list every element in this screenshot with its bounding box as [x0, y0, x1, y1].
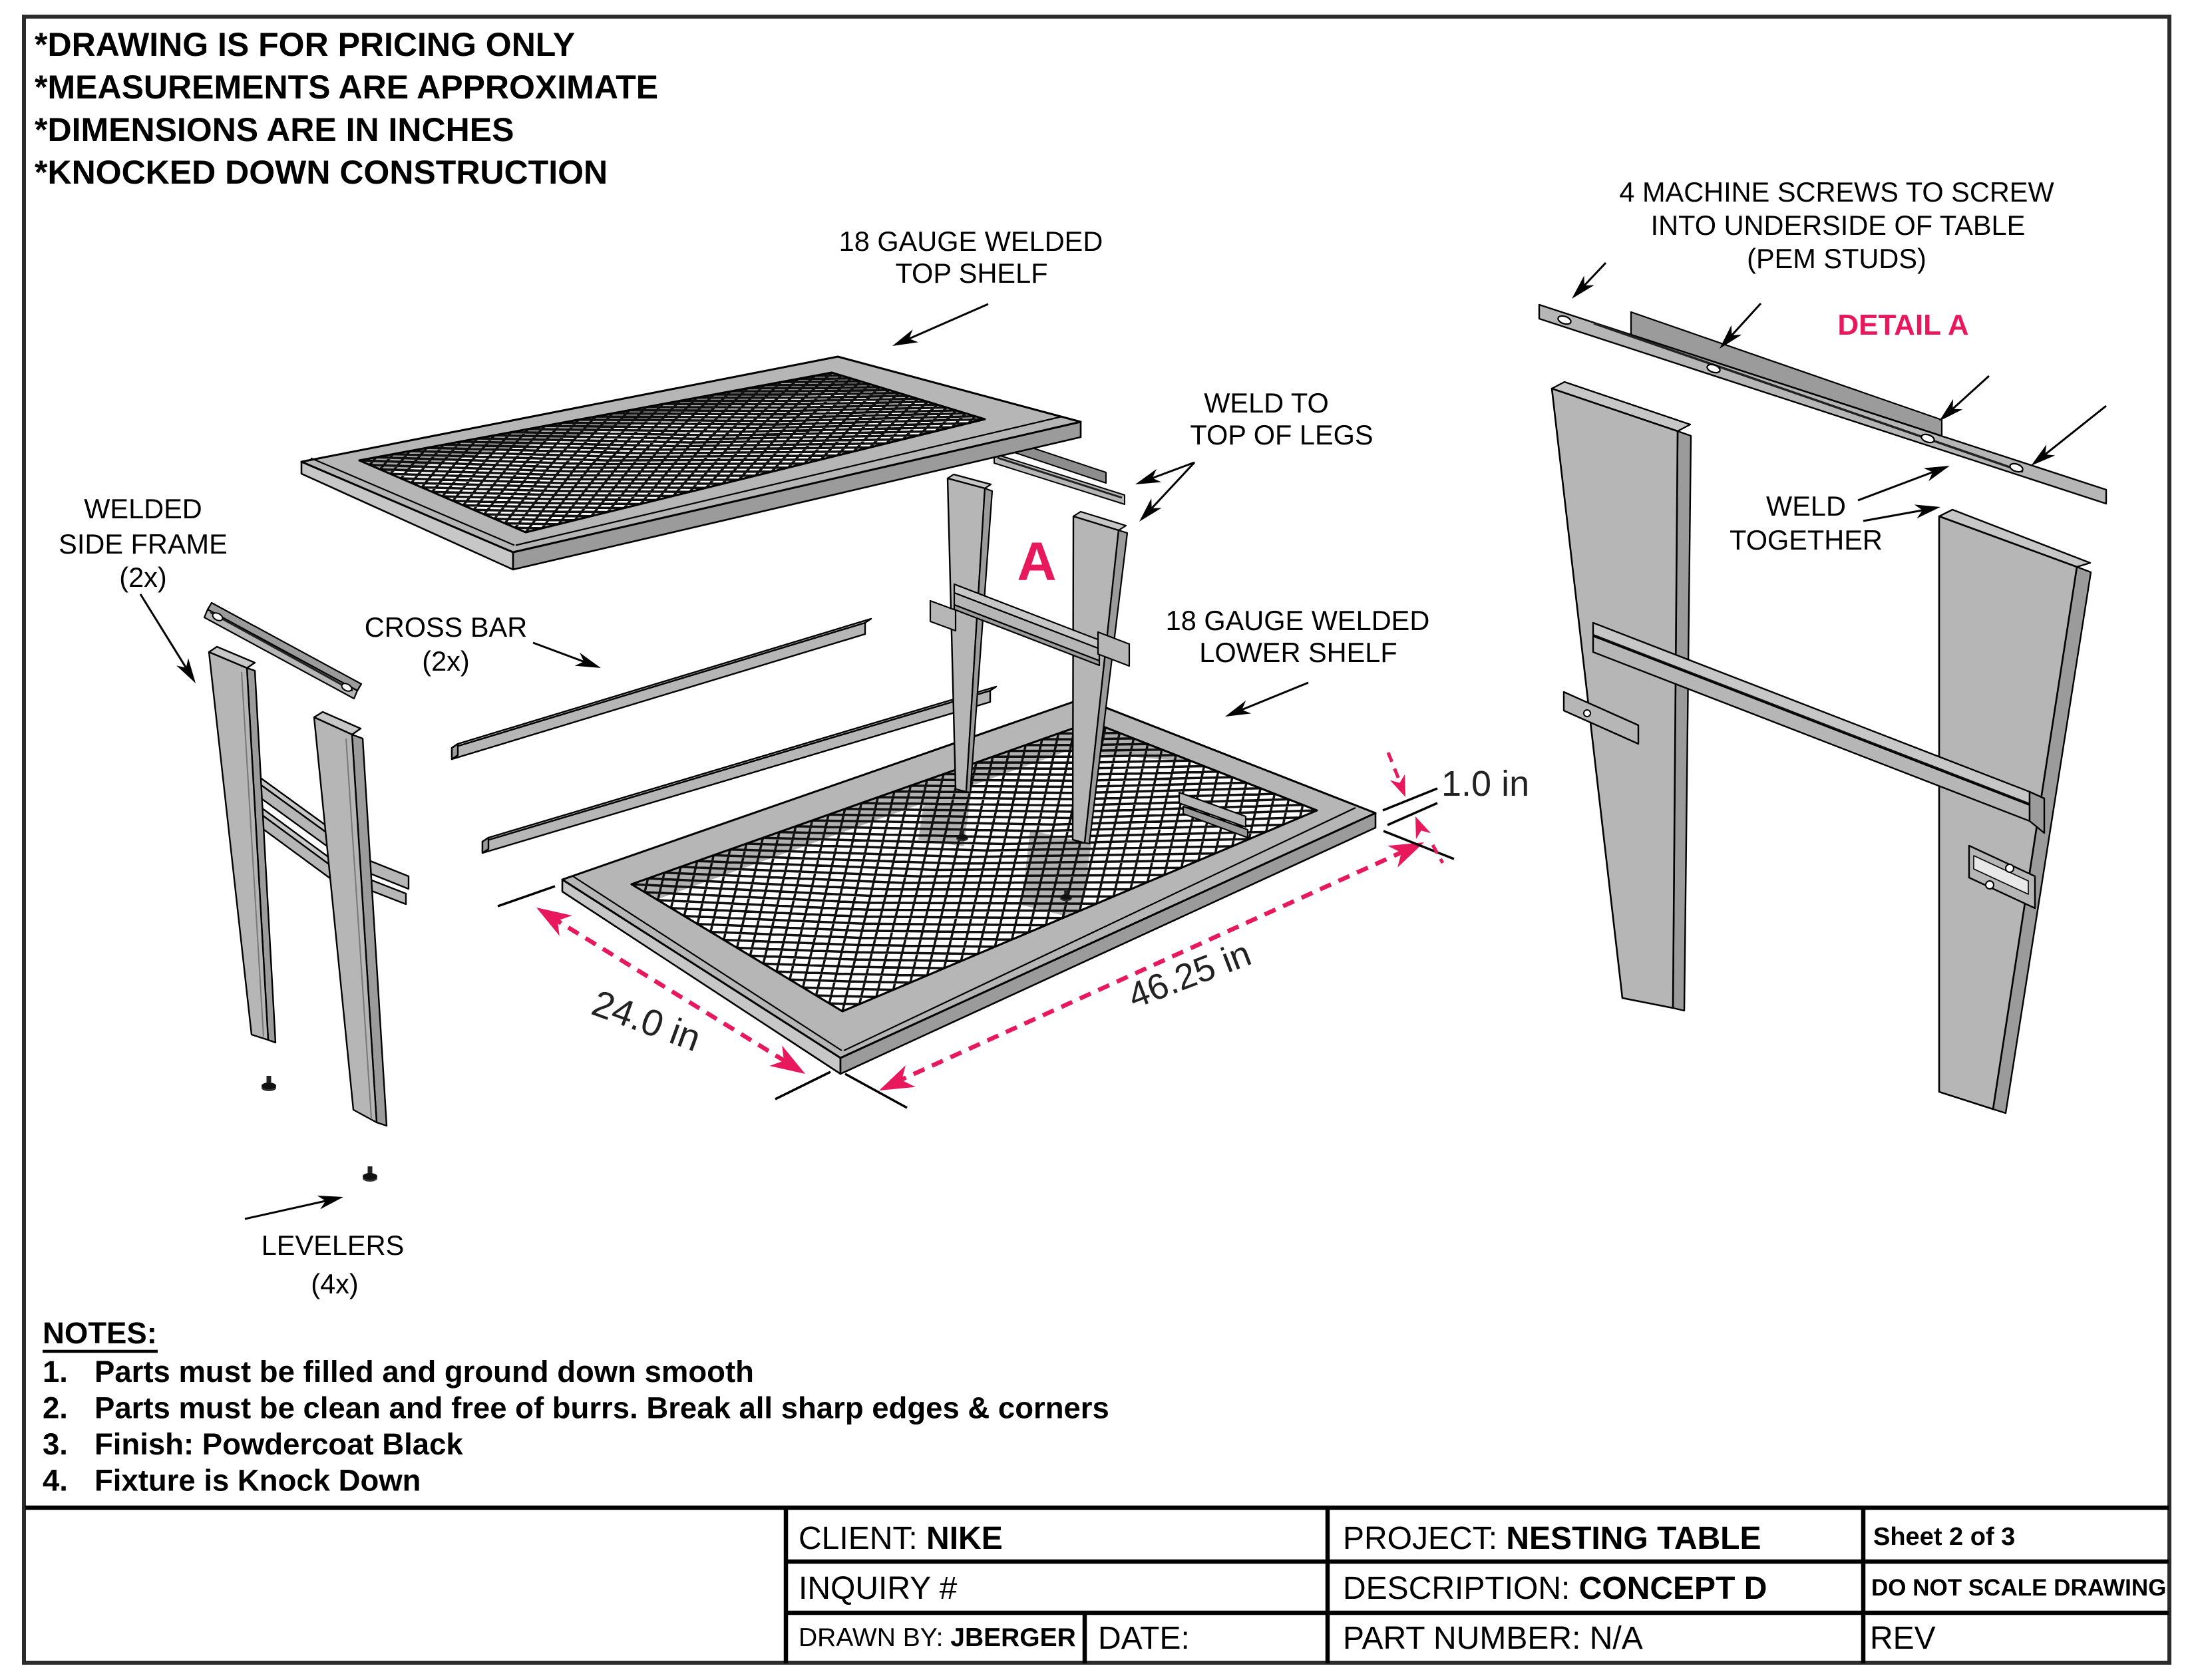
svg-text:DO NOT SCALE DRAWING: DO NOT SCALE DRAWING — [1871, 1575, 2166, 1601]
svg-text:3.: 3. — [43, 1427, 68, 1461]
svg-text:PART NUMBER: N/A: PART NUMBER: N/A — [1343, 1621, 1643, 1656]
svg-text:TOGETHER: TOGETHER — [1730, 524, 1883, 556]
svg-text:Parts must be filled and groun: Parts must be filled and ground down smo… — [94, 1355, 754, 1389]
svg-text:*MEASUREMENTS ARE APPROXIMATE: *MEASUREMENTS ARE APPROXIMATE — [35, 69, 658, 106]
svg-text:TOP OF LEGS: TOP OF LEGS — [1190, 419, 1373, 450]
svg-text:PROJECT: NESTING TABLE: PROJECT: NESTING TABLE — [1343, 1521, 1761, 1556]
svg-text:18 GAUGE WELDED: 18 GAUGE WELDED — [1166, 605, 1430, 636]
svg-text:4.: 4. — [43, 1464, 68, 1498]
svg-text:LEVELERS: LEVELERS — [262, 1230, 405, 1261]
svg-text:CROSS BAR: CROSS BAR — [365, 611, 527, 643]
svg-text:CLIENT: NIKE: CLIENT: NIKE — [799, 1521, 1003, 1556]
svg-text:4 MACHINE SCREWS TO SCREW: 4 MACHINE SCREWS TO SCREW — [1619, 176, 2054, 208]
svg-text:REV: REV — [1870, 1621, 1936, 1656]
svg-text:DRAWN BY: JBERGER: DRAWN BY: JBERGER — [799, 1623, 1076, 1652]
svg-text:LOWER SHELF: LOWER SHELF — [1199, 637, 1397, 668]
svg-text:(2x): (2x) — [422, 645, 469, 677]
svg-text:WELDED: WELDED — [84, 493, 202, 524]
svg-text:INQUIRY #: INQUIRY # — [799, 1571, 958, 1606]
svg-text:*DIMENSIONS ARE IN INCHES: *DIMENSIONS ARE IN INCHES — [35, 111, 514, 148]
svg-text:Parts must be clean and free o: Parts must be clean and free of burrs. B… — [94, 1391, 1109, 1425]
svg-text:(4x): (4x) — [311, 1268, 358, 1299]
svg-text:DATE:: DATE: — [1098, 1621, 1190, 1656]
svg-text:18 GAUGE WELDED: 18 GAUGE WELDED — [839, 226, 1103, 257]
svg-text:DESCRIPTION: CONCEPT D: DESCRIPTION: CONCEPT D — [1343, 1571, 1767, 1606]
svg-text:Fixture is Knock Down: Fixture is Knock Down — [94, 1464, 421, 1498]
svg-text:SIDE FRAME: SIDE FRAME — [59, 528, 228, 560]
svg-text:2.: 2. — [43, 1391, 68, 1425]
svg-text:NOTES:: NOTES: — [43, 1316, 157, 1350]
svg-text:(2x): (2x) — [119, 562, 166, 593]
svg-text:A: A — [1017, 532, 1056, 592]
svg-text:WELD TO: WELD TO — [1204, 387, 1329, 419]
svg-text:*DRAWING IS FOR PRICING ONLY: *DRAWING IS FOR PRICING ONLY — [35, 26, 575, 63]
svg-text:*KNOCKED DOWN CONSTRUCTION: *KNOCKED DOWN CONSTRUCTION — [35, 154, 608, 191]
svg-text:INTO UNDERSIDE OF TABLE: INTO UNDERSIDE OF TABLE — [1651, 210, 2026, 241]
svg-text:TOP SHELF: TOP SHELF — [895, 257, 1047, 289]
svg-text:(PEM STUDS): (PEM STUDS) — [1747, 243, 1926, 274]
svg-text:1.: 1. — [43, 1355, 68, 1389]
svg-text:Finish: Powdercoat Black: Finish: Powdercoat Black — [94, 1427, 463, 1461]
svg-text:WELD: WELD — [1766, 490, 1846, 522]
svg-text:DETAIL A: DETAIL A — [1837, 309, 1968, 341]
svg-text:Sheet 2 of 3: Sheet 2 of 3 — [1873, 1523, 2015, 1551]
svg-text:1.0 in: 1.0 in — [1441, 764, 1529, 804]
